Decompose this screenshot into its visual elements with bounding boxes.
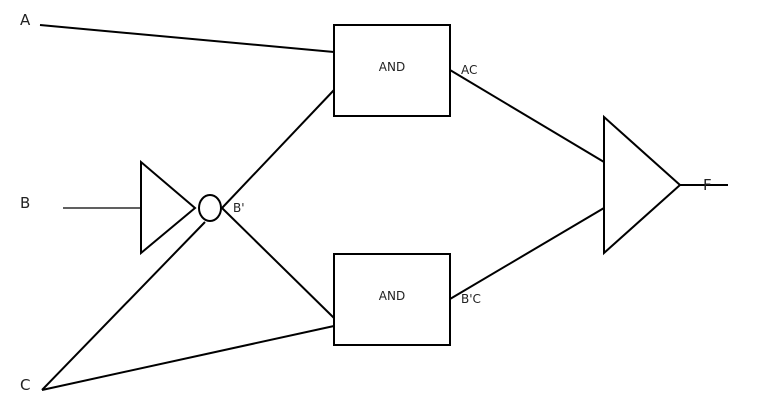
- wire-ac-to-or: [449, 69, 605, 163]
- wire-c-to-and-bottom: [41, 325, 335, 391]
- input-label-b: B: [20, 194, 30, 212]
- signal-label-ac: AC: [461, 63, 477, 77]
- signal-label-b-not: B': [233, 201, 245, 215]
- and-gate-top: [333, 24, 451, 117]
- and-gate-bottom: [333, 253, 451, 346]
- and-gate-top-label: AND: [379, 60, 405, 74]
- not-gate: [140, 159, 197, 256]
- wire-bnot-to-and-bottom: [221, 207, 335, 319]
- wire-c-diagonal: [41, 221, 206, 391]
- input-label-c: C: [20, 376, 30, 394]
- output-label-f: F: [703, 176, 712, 194]
- input-label-a: A: [20, 11, 31, 29]
- wire-a-to-and-top: [39, 24, 335, 53]
- wire-bnot-to-and-top: [221, 89, 335, 209]
- wire-bnotc-to-or: [449, 207, 605, 300]
- and-gate-bottom-label: AND: [379, 289, 405, 303]
- signal-label-b-not-c: B'C: [461, 292, 481, 306]
- inversion-bubble: [198, 194, 222, 222]
- or-gate: [603, 114, 682, 256]
